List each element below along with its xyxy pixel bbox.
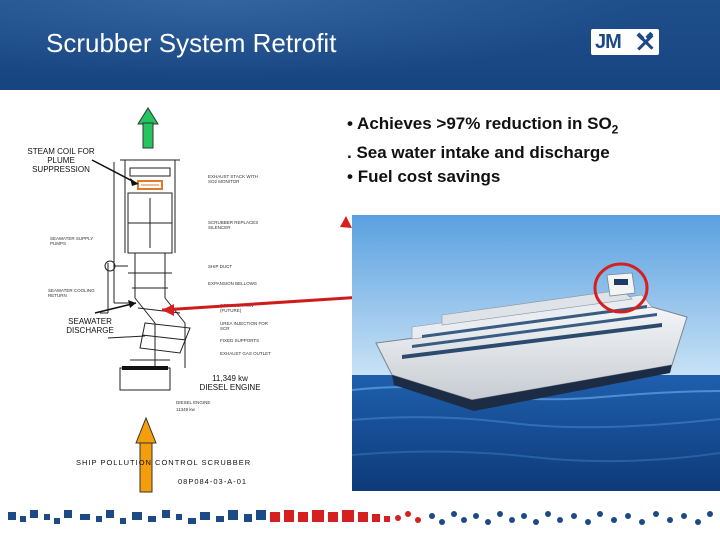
logo-text: JM	[595, 31, 622, 53]
stack-highlight-circle	[593, 262, 649, 314]
ship-image	[351, 215, 720, 491]
crossed-hammers-icon	[636, 32, 654, 51]
steam-coil-label: STEAM COIL FOR PLUME SUPPRESSION	[27, 147, 95, 174]
bullet-item: • Achieves >97% reduction in SO2	[347, 114, 619, 137]
company-logo: JM	[591, 29, 659, 55]
bullet-item: • Fuel cost savings	[347, 167, 501, 187]
bullet-list: • Achieves >97% reduction in SO2 . Sea w…	[347, 112, 618, 189]
slide-header: Scrubber System Retrofit JM	[0, 0, 720, 90]
exhaust-outlet-note: EXHAUST GAS OUTLET	[220, 351, 271, 356]
footer-decorative-strip	[0, 498, 720, 540]
fixed-supports-note: FIXED SUPPORTS	[220, 338, 260, 343]
connector-arrowhead-top	[340, 216, 352, 228]
schematic-drawing	[91, 107, 191, 493]
ship-duct-note: SHIP DUCT	[208, 264, 233, 269]
exhaust-stack-note: EXHAUST STACK WITH SO2 MONITOR	[208, 174, 258, 184]
footer-pattern	[8, 510, 713, 525]
scrubber-schematic: STEAM COIL FOR PLUME SUPPRESSION SEAWATE…	[20, 98, 310, 493]
cruise-ship-photo	[351, 215, 720, 491]
steam-coil	[137, 180, 163, 190]
seawater-return-note: SEAWATER COOLING RETURN	[48, 288, 95, 298]
diagram-caption: SHIP POLLUTION CONTROL SCRUBBER	[76, 458, 252, 467]
diesel-engine-note: DIESEL ENGINE	[176, 400, 211, 405]
drawing-number: 08P084-03-A-01	[178, 477, 248, 486]
slide-title: Scrubber System Retrofit	[46, 28, 337, 58]
bullet-item: . Sea water intake and discharge	[347, 143, 610, 163]
seawater-supply-note: SEAWATER SUPPLY PUMPS	[50, 236, 94, 246]
scrubber-silencer-note: SCRUBBER REPLACES SILENCER	[208, 220, 259, 230]
expansion-bellows-note: EXPANSION BELLOWS	[208, 281, 257, 286]
engine-kw-note: 11349 kw	[176, 407, 195, 412]
seawater-discharge-label: SEAWATER DISCHARGE	[66, 317, 114, 335]
connector-arrowhead-left	[162, 304, 174, 316]
urea-injection-note: UREA INJECTION FOR SCR	[220, 321, 269, 331]
